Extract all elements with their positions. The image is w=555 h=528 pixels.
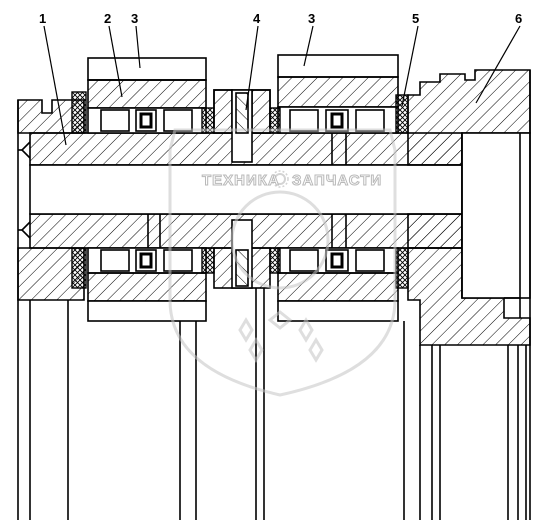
lower-extension-lines bbox=[179, 288, 405, 520]
bearing-lower-right bbox=[277, 247, 399, 322]
seal-upper-left-a bbox=[71, 91, 87, 134]
leader-lines bbox=[43, 25, 521, 146]
callout-5: 5 bbox=[412, 11, 419, 26]
callout-1: 1 bbox=[39, 11, 46, 26]
watermark-gear-icon bbox=[271, 170, 289, 188]
callout-6: 6 bbox=[515, 11, 522, 26]
watermark-right-text: ЗАПЧАСТИ bbox=[292, 172, 382, 189]
bearing-lower-left bbox=[87, 247, 207, 322]
right-flange bbox=[407, 69, 531, 520]
bearing-upper-right bbox=[277, 54, 399, 134]
spacer-upper bbox=[213, 89, 271, 163]
callout-3-right: 3 bbox=[308, 11, 315, 26]
callout-3-left: 3 bbox=[131, 11, 138, 26]
watermark-left-text: ТЕХНИКА bbox=[202, 172, 280, 189]
callout-4: 4 bbox=[253, 11, 261, 26]
left-housing bbox=[17, 99, 85, 520]
seal-lower-right-a bbox=[269, 247, 281, 274]
callout-2: 2 bbox=[104, 11, 111, 26]
seal-lower-left-b bbox=[201, 247, 215, 274]
seal-lower-right-b bbox=[395, 247, 409, 289]
seal-upper-right-a bbox=[269, 107, 281, 134]
watermark-wheat-icon bbox=[238, 310, 324, 363]
seal-lower-left-a bbox=[71, 247, 87, 289]
watermark bbox=[168, 128, 397, 397]
seal-upper-right-b bbox=[395, 94, 409, 134]
bearing-upper-left bbox=[87, 57, 207, 134]
